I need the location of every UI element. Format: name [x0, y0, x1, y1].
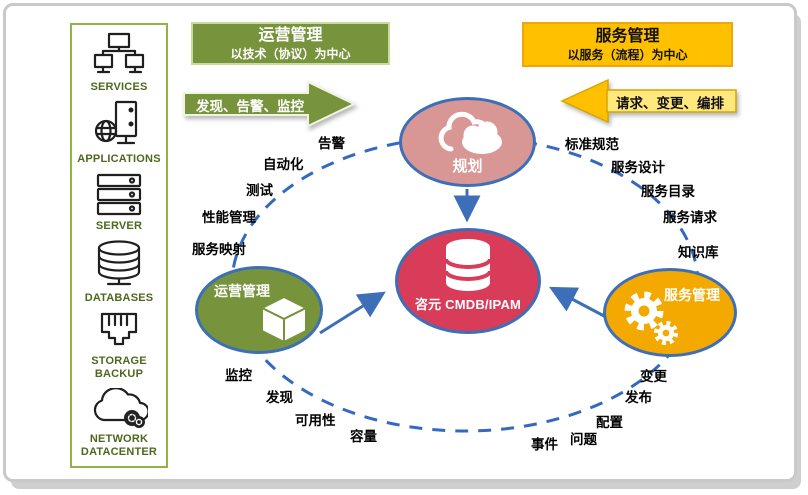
- orbit-label-incident: 事件: [531, 437, 558, 453]
- orbit-label-problem: 问题: [570, 432, 597, 448]
- planning-node-label: 规划: [452, 158, 483, 175]
- orbit-label-performance: 性能管理: [202, 210, 256, 226]
- sidebar-item-network-datacenter: NETWORK DATACENTER: [74, 387, 164, 459]
- orbit-label-discovery: 发现: [266, 390, 293, 406]
- infrastructure-sidebar: SERVICES APPLICATIONS SERVER DATABASES: [70, 23, 168, 468]
- storage-backup-icon: [100, 312, 138, 346]
- sidebar-item-label: DATABASES: [84, 292, 154, 305]
- sidebar-item-services: SERVICES: [74, 32, 164, 94]
- sidebar-item-label: APPLICATIONS: [77, 153, 161, 166]
- orbit-label-service-catalog: 服务目录: [641, 184, 695, 200]
- ops-banner-subtitle: 以技术（协议）为中心: [230, 47, 351, 61]
- orbit-label-monitoring: 监控: [225, 368, 252, 384]
- connector-ops-to-cmdb: [319, 291, 386, 335]
- sidebar-item-server: SERVER: [74, 173, 164, 233]
- orbit-label-service-design: 服务设计: [611, 160, 665, 176]
- orbit-label-standards: 标准规范: [565, 137, 619, 153]
- orbit-label-testing: 测试: [246, 183, 273, 199]
- service-management-banner: 服务管理 以服务（流程）为中心: [522, 22, 733, 67]
- orbit-label-configuration: 配置: [596, 415, 623, 431]
- orbit-label-release: 发布: [625, 390, 652, 406]
- cube-icon: [260, 295, 308, 343]
- orbit-label-capacity: 容量: [350, 429, 377, 445]
- cmdb-node: 咨元 CMDB/IPAM: [395, 228, 541, 334]
- orbit-label-automation: 自动化: [263, 157, 304, 173]
- svc-banner-subtitle: 以服务（流程）为中心: [567, 48, 688, 62]
- orbit-label-service-mapping: 服务映射: [192, 242, 246, 258]
- svc-flow-arrow-left: [560, 78, 737, 124]
- svc-node-label: 服务管理: [664, 287, 720, 303]
- sidebar-item-label: STORAGE BACKUP: [91, 354, 147, 381]
- cmdb-node-label: 咨元 CMDB/IPAM: [414, 297, 522, 312]
- services-icon: [93, 32, 145, 74]
- connector-svc-to-cmdb: [549, 286, 607, 319]
- sidebar-item-applications: APPLICATIONS: [74, 100, 164, 166]
- sidebar-item-label: NETWORK DATACENTER: [80, 432, 158, 458]
- svc-banner-title: 服务管理: [595, 28, 660, 45]
- ops-flow-arrow-label: 发现、告警、监控: [196, 99, 304, 114]
- orbit-label-change: 变更: [640, 369, 667, 385]
- server-icon: [96, 173, 142, 216]
- ops-management-banner: 运营管理 以技术（协议）为中心: [191, 22, 390, 65]
- svc-node: 服务管理: [603, 268, 737, 357]
- sidebar-item-label: SERVICES: [90, 81, 148, 93]
- orbit-label-availability: 可用性: [295, 413, 336, 429]
- network-datacenter-icon: [93, 387, 148, 428]
- databases-icon: [97, 240, 141, 286]
- planning-node: 规划: [399, 97, 536, 187]
- applications-icon: [94, 101, 138, 145]
- orbit-label-alerting: 告警: [318, 136, 345, 152]
- ops-node: 运营管理: [195, 266, 323, 354]
- sidebar-item-label: SERVER: [95, 219, 143, 232]
- gears-icon: [624, 291, 679, 346]
- ops-node-label: 运营管理: [214, 283, 270, 299]
- ops-banner-title: 运营管理: [258, 27, 323, 44]
- sidebar-item-databases: DATABASES: [74, 239, 164, 305]
- sidebar-item-storage-backup: STORAGE BACKUP: [74, 312, 164, 381]
- orbit-label-service-request: 服务请求: [663, 210, 717, 226]
- svc-flow-arrow-label: 请求、变更、编排: [616, 96, 724, 111]
- orbit-label-knowledge-base: 知识库: [678, 245, 719, 261]
- database-icon: [444, 239, 492, 291]
- ops-flow-arrow-right: [183, 80, 357, 128]
- cloud-icon: [438, 111, 502, 154]
